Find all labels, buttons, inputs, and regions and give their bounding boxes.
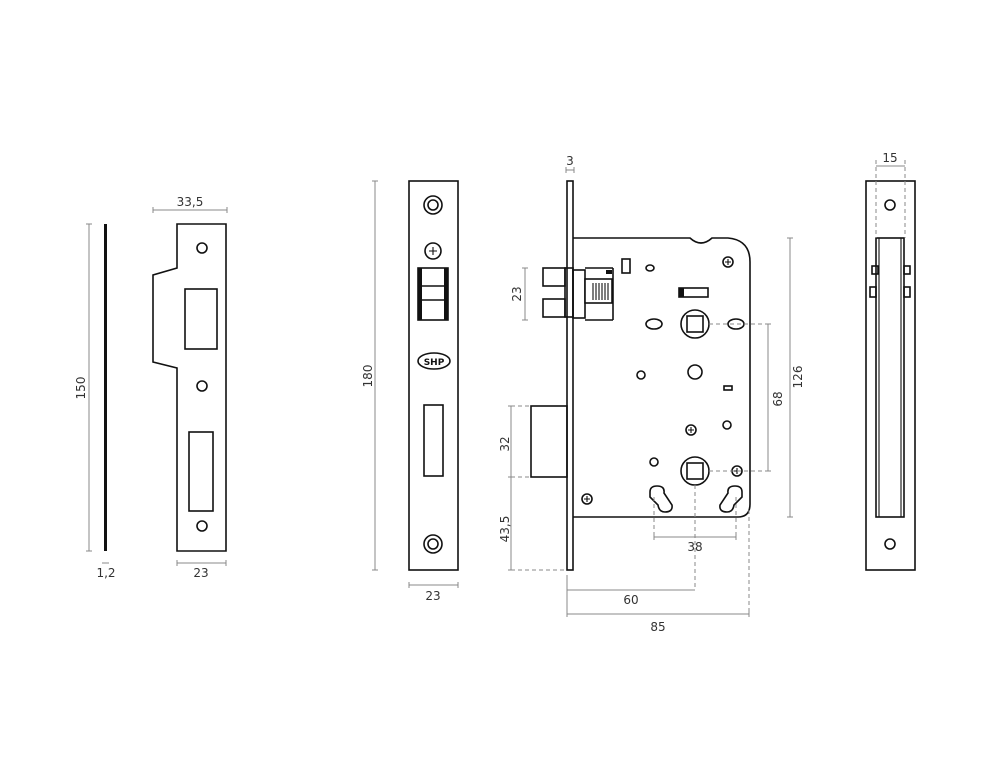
dim-faceplate-thickness: 3 <box>566 154 574 168</box>
strike-plate-edge <box>104 224 107 551</box>
keyhole-cutout-right <box>719 485 743 513</box>
dim-faceplate-width: 23 <box>425 589 440 603</box>
dim-strike-width: 23 <box>193 566 208 580</box>
dim-centre-distance: 68 <box>771 391 785 406</box>
lock-edge-view: 15 <box>865 151 916 571</box>
faceplate-latch <box>417 267 449 321</box>
keyhole-cutout-left <box>649 485 673 513</box>
dim-case-depth: 85 <box>650 620 665 634</box>
case-screw-top <box>722 256 734 268</box>
dim-deadbolt-offset: 43,5 <box>498 516 512 543</box>
latch-bolt-upper <box>542 267 566 287</box>
faceplate-bolt-opening <box>423 404 444 477</box>
strike-latch-opening <box>184 288 218 350</box>
strike-plate-edge-view: 150 1,2 <box>74 223 116 580</box>
handle-follower <box>680 309 710 339</box>
strike-plate-front-view: 33,5 23 <box>152 195 228 580</box>
strike-screw-hole-bottom <box>196 520 208 532</box>
faceplate-screw-top <box>427 199 439 211</box>
cylinder-follower <box>680 456 710 486</box>
faceplate-outline <box>408 180 459 571</box>
dim-case-height: 126 <box>791 366 805 389</box>
faceplate-phillips-screw <box>424 242 442 260</box>
deadbolt <box>530 405 568 478</box>
edge-faceplate <box>865 180 916 571</box>
dim-latch-height: 23 <box>510 286 524 301</box>
case-screw-mid <box>685 424 697 436</box>
faceplate-screw-bottom <box>427 538 439 550</box>
faceplate-front-view: SHP 180 23 <box>361 180 459 603</box>
faceplate-logo <box>417 352 451 370</box>
lock-stop-lever <box>621 258 631 274</box>
dim-backset: 60 <box>623 593 638 607</box>
dim-strike-thickness: 1,2 <box>96 566 115 580</box>
latch-bolt-lower <box>542 298 566 318</box>
lock-case <box>573 237 751 518</box>
dim-faceplate-height: 180 <box>361 365 375 388</box>
strike-bolt-opening <box>188 431 214 512</box>
strike-screw-hole-mid <box>196 380 208 392</box>
logo-text: SHP <box>424 358 445 368</box>
dim-strike-height: 150 <box>74 377 88 400</box>
dim-side-thickness: 15 <box>882 151 897 165</box>
strike-screw-hole-top <box>196 242 208 254</box>
dim-strike-lip-width: 33,5 <box>177 195 204 209</box>
lock-body-side-view: 3 23 3 <box>498 154 805 634</box>
dim-deadbolt-height: 32 <box>498 436 512 451</box>
edge-case <box>875 237 905 518</box>
case-screw-bottom <box>581 493 593 505</box>
dim-keyhole-spacing: 38 <box>687 540 702 554</box>
faceplate-edge <box>566 180 574 571</box>
